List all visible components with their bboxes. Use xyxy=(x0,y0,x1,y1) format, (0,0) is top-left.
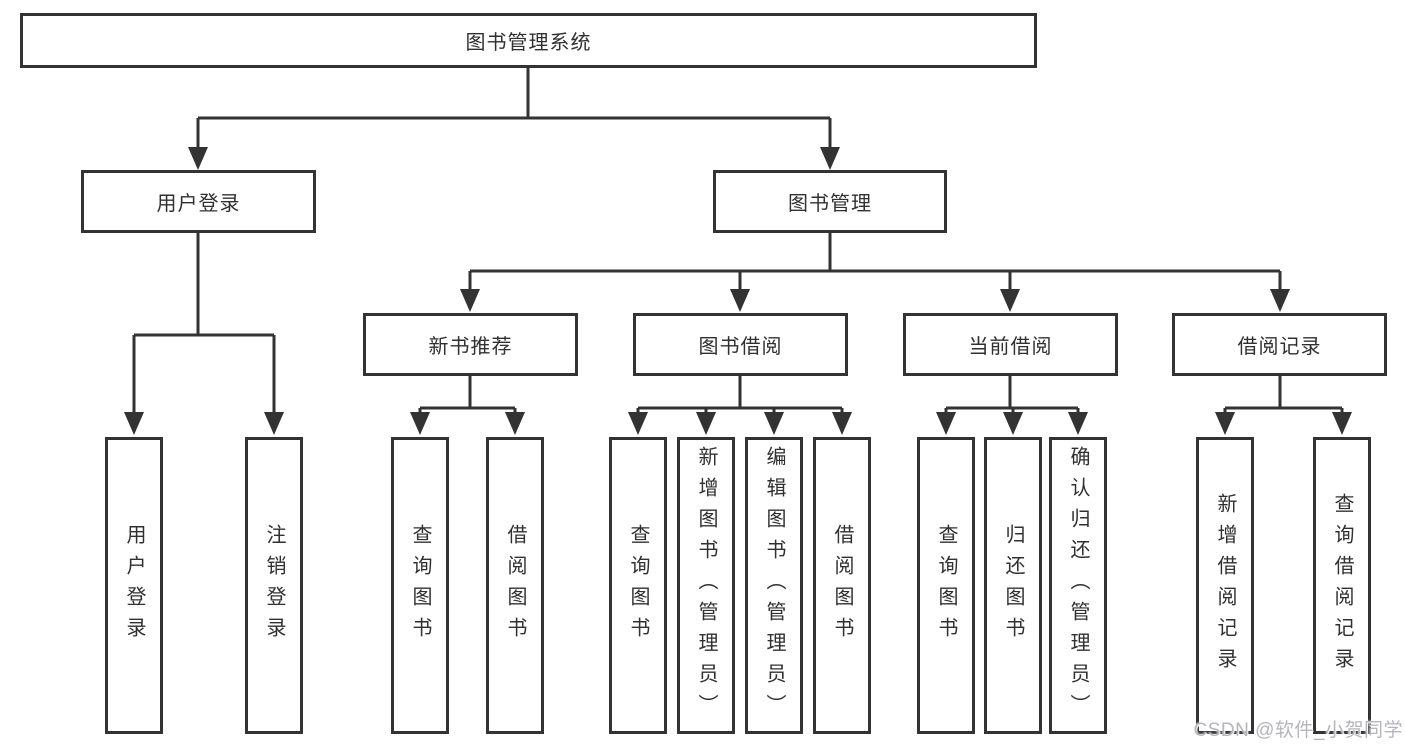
leaf-label: 用户登录 xyxy=(123,523,145,648)
node-book-borrowing: 图书借阅 xyxy=(633,313,848,376)
node-current-borrowing: 当前借阅 xyxy=(903,313,1118,376)
leaf-query-books-newbook: 查询图书 xyxy=(391,437,449,734)
node-label: 图书管理 xyxy=(788,193,872,215)
leaf-label: 确认归还（管理员） xyxy=(1067,446,1089,725)
node-borrow-records: 借阅记录 xyxy=(1172,313,1387,376)
node-label: 当前借阅 xyxy=(968,336,1053,358)
leaf-label: 新增图书（管理员） xyxy=(695,446,717,725)
leaf-label: 借阅图书 xyxy=(504,523,526,648)
node-label: 新书推荐 xyxy=(428,336,513,358)
leaf-label: 归还图书 xyxy=(1002,523,1024,648)
leaf-query-books-current: 查询图书 xyxy=(917,437,975,734)
leaf-logout: 注销登录 xyxy=(245,437,303,734)
leaf-add-borrow-record: 新增借阅记录 xyxy=(1196,437,1254,734)
leaf-label: 新增借阅记录 xyxy=(1214,492,1236,679)
leaf-label: 查询图书 xyxy=(627,523,649,648)
node-library-system: 图书管理系统 xyxy=(20,13,1037,68)
leaf-label: 注销登录 xyxy=(263,523,285,648)
node-book-management: 图书管理 xyxy=(713,170,947,233)
leaf-label: 查询图书 xyxy=(935,523,957,648)
leaf-label: 查询借阅记录 xyxy=(1331,492,1353,679)
node-new-book-recommend: 新书推荐 xyxy=(363,313,578,376)
leaf-return-books: 归还图书 xyxy=(984,437,1042,734)
leaf-edit-books-admin: 编辑图书（管理员） xyxy=(745,437,803,734)
leaf-label: 编辑图书（管理员） xyxy=(763,446,785,725)
leaf-borrow-books-newbook: 借阅图书 xyxy=(486,437,544,734)
node-label: 图书管理系统 xyxy=(465,32,592,54)
leaf-query-borrow-record: 查询借阅记录 xyxy=(1313,437,1371,734)
node-label: 图书借阅 xyxy=(698,336,783,358)
leaf-query-books-borrowing: 查询图书 xyxy=(609,437,667,734)
leaf-add-books-admin: 新增图书（管理员） xyxy=(677,437,735,734)
leaf-borrow-books-borrowing: 借阅图书 xyxy=(813,437,871,734)
node-user-login: 用户登录 xyxy=(81,170,316,233)
leaf-label: 借阅图书 xyxy=(831,523,853,648)
csdn-watermark: CSDN @软件_小贺同学 xyxy=(1193,720,1403,741)
node-label: 借阅记录 xyxy=(1237,336,1322,358)
leaf-user-login: 用户登录 xyxy=(105,437,163,734)
leaf-confirm-return-admin: 确认归还（管理员） xyxy=(1049,437,1107,734)
node-label: 用户登录 xyxy=(156,193,241,215)
leaf-label: 查询图书 xyxy=(409,523,431,648)
